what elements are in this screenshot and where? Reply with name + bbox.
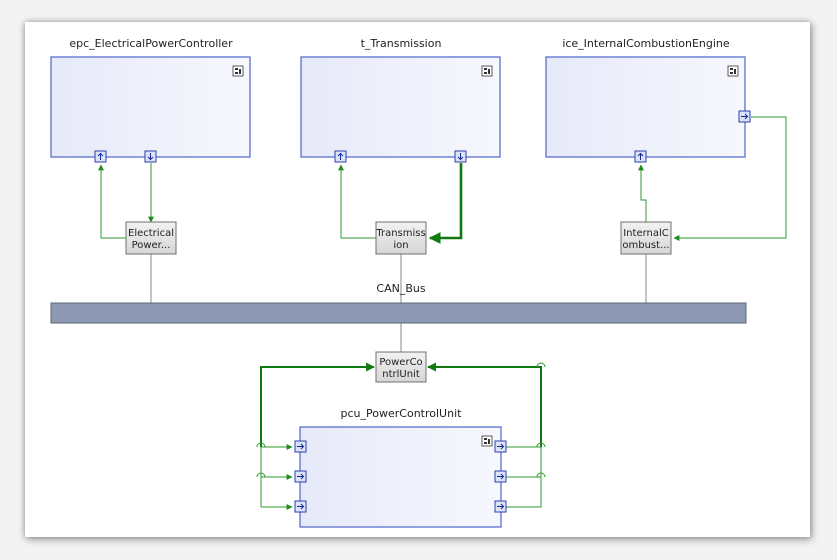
connections-pcu <box>260 362 542 510</box>
node-ice-line1: InternalC <box>623 228 669 239</box>
component-epc[interactable]: epc_ElectricalPowerController <box>50 37 251 158</box>
component-icon <box>481 435 493 447</box>
component-t-label: t_Transmission <box>361 37 442 50</box>
node-ice[interactable]: InternalC ombust... <box>620 221 672 255</box>
node-t[interactable]: Transmiss ion <box>375 221 427 255</box>
component-pcu-label: pcu_PowerControlUnit <box>341 407 463 420</box>
port-right-icon[interactable] <box>494 470 507 483</box>
port-in-icon[interactable] <box>94 150 107 163</box>
port-right-icon[interactable] <box>494 440 507 453</box>
component-icon <box>727 65 739 77</box>
port-right-icon[interactable] <box>738 110 751 123</box>
node-pcu-line2: ntrlUnit <box>382 369 420 380</box>
port-right-icon[interactable] <box>494 500 507 513</box>
component-ice[interactable]: ice_InternalCombustionEngine <box>545 37 746 158</box>
port-in-icon[interactable] <box>334 150 347 163</box>
node-epc-line2: Power... <box>132 240 171 251</box>
can-bus[interactable]: CAN_Bus <box>50 282 747 324</box>
component-pcu[interactable]: pcu_PowerControlUnit <box>299 407 502 528</box>
can-bus-label: CAN_Bus <box>376 282 425 295</box>
component-epc-label: epc_ElectricalPowerController <box>69 37 233 50</box>
component-ice-label: ice_InternalCombustionEngine <box>562 37 730 50</box>
node-t-line2: ion <box>393 240 408 251</box>
port-out-icon[interactable] <box>454 150 467 163</box>
connections-top <box>98 116 787 244</box>
port-right-icon[interactable] <box>294 470 307 483</box>
component-icon <box>232 65 244 77</box>
port-in-icon[interactable] <box>634 150 647 163</box>
node-t-line1: Transmiss <box>375 228 425 239</box>
bus-links <box>150 254 647 352</box>
component-icon <box>481 65 493 77</box>
port-out-icon[interactable] <box>144 150 157 163</box>
node-pcu-line1: PowerCo <box>379 357 422 368</box>
node-ice-line2: ombust... <box>622 240 669 251</box>
wire-crossing-arcs <box>256 362 546 478</box>
port-right-icon[interactable] <box>294 440 307 453</box>
node-pcu[interactable]: PowerCo ntrlUnit <box>375 351 427 383</box>
port-right-icon[interactable] <box>294 500 307 513</box>
node-epc-line1: Electrical <box>128 228 174 239</box>
component-t[interactable]: t_Transmission <box>300 37 501 158</box>
node-epc[interactable]: Electrical Power... <box>125 221 177 255</box>
